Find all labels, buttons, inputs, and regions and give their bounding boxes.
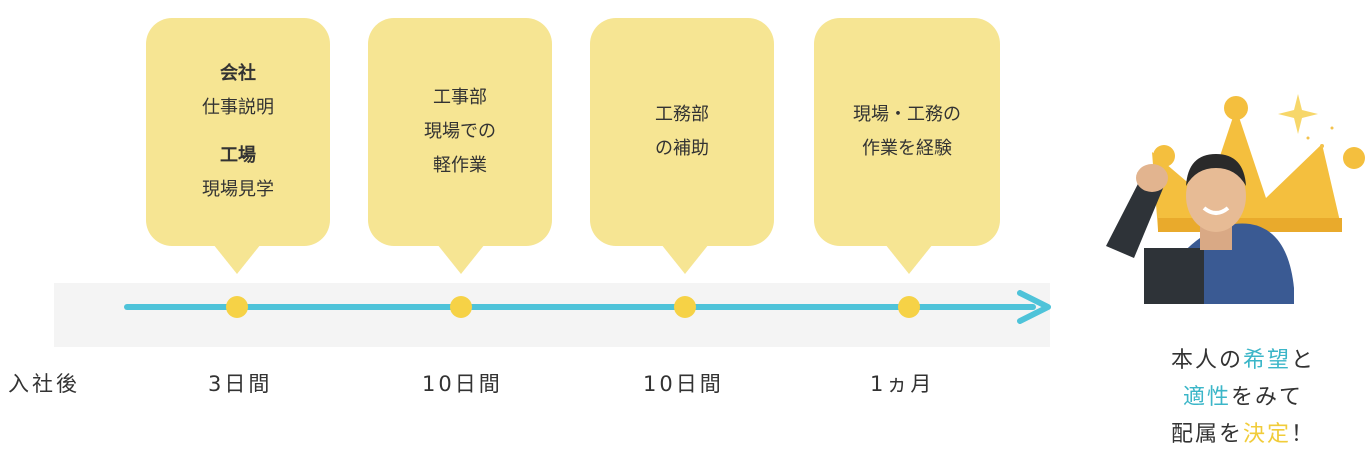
bubble-2-line-3: 軽作業 (433, 155, 487, 176)
bubble-4-line-1: 現場・工務の (853, 104, 961, 125)
bubble-3-line-2: の補助 (655, 138, 709, 159)
bubble-1-line-5: 現場見学 (202, 179, 274, 200)
outcome-line-3-a: 配属を (1170, 422, 1243, 447)
timeline-band (54, 283, 1050, 347)
outcome-line-1: 本人の希望と (1130, 342, 1356, 379)
duration-label-4: 1ヵ月 (870, 372, 935, 396)
outcome-line-3: 配属を決定！ (1130, 416, 1356, 453)
outcome-line-2-highlight: 適性 (1182, 385, 1231, 410)
step-bubble-1-pointer (213, 244, 261, 274)
bubble-1-line-1: 会社 (220, 63, 256, 84)
timeline-dot-1 (226, 296, 248, 318)
outcome-line-3-b: ！ (1291, 422, 1316, 447)
person-photo (1106, 154, 1294, 304)
start-label: 入社後 (8, 372, 80, 396)
bubble-2-line-1: 工事部 (433, 87, 487, 108)
step-bubble-1: 会社仕事説明工場現場見学 (146, 18, 330, 246)
duration-label-3: 10日間 (643, 372, 724, 396)
outcome-line-1-b: と (1291, 348, 1316, 373)
outcome-line-1-highlight: 希望 (1242, 348, 1291, 373)
timeline-dot-2 (450, 296, 472, 318)
duration-label-1: 3日間 (208, 372, 273, 396)
step-bubble-3-pointer (661, 244, 709, 274)
outcome-line-2: 適性をみて (1130, 379, 1356, 416)
step-bubble-3: 工務部の補助 (590, 18, 774, 246)
duration-label-2: 10日間 (422, 372, 503, 396)
step-bubble-2-pointer (437, 244, 485, 274)
bubble-3-line-1: 工務部 (655, 104, 709, 125)
outcome-line-2-a: をみて (1231, 385, 1304, 410)
bubble-2-line-2: 現場での (424, 121, 496, 142)
bubble-1-line-4: 工場 (220, 145, 256, 166)
step-bubble-4-pointer (885, 244, 933, 274)
outcome-text: 本人の希望と 適性をみて 配属を決定！ (1130, 342, 1356, 453)
outcome-line-1-a: 本人の (1170, 348, 1243, 373)
arrow-head-icon (1017, 290, 1051, 324)
step-bubble-2: 工事部現場での軽作業 (368, 18, 552, 246)
step-bubble-4: 現場・工務の作業を経験 (814, 18, 1000, 246)
timeline-line (124, 304, 1036, 310)
bubble-4-line-2: 作業を経験 (862, 138, 952, 159)
timeline-dot-4 (898, 296, 920, 318)
outcome-line-3-highlight: 決定 (1242, 422, 1291, 447)
timeline-dot-3 (674, 296, 696, 318)
sparkle-icon (1278, 94, 1334, 148)
bubble-1-line-2: 仕事説明 (202, 97, 274, 118)
